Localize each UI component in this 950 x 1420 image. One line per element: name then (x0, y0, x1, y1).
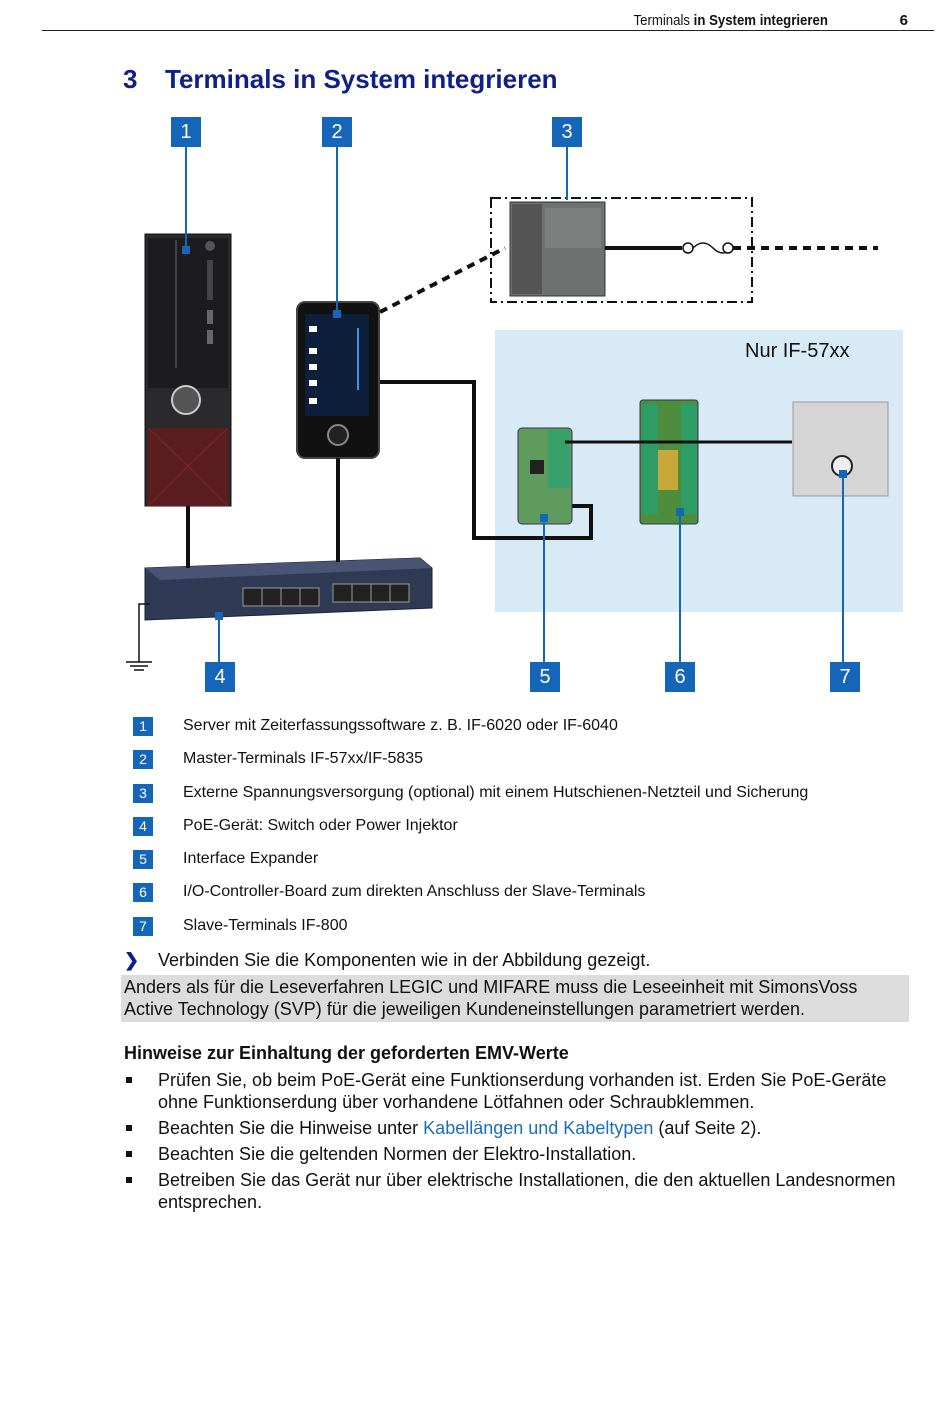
legend-badge: 2 (133, 750, 153, 770)
slave-terminal (792, 401, 889, 497)
legend-list: 1 Server mit Zeiterfassungssoftware z. B.… (133, 716, 913, 949)
legend-item: 1 Server mit Zeiterfassungssoftware z. B.… (133, 716, 913, 749)
legend-badge: 4 (133, 816, 153, 836)
legend-badge: 7 (133, 916, 153, 936)
bullet-item: Betreiben Sie das Gerät nur über elektri… (124, 1169, 914, 1213)
header-section: Terminals in System integrieren (633, 12, 828, 29)
badge-1: 1 (171, 117, 201, 147)
badge-4: 4 (205, 662, 235, 692)
bullet-item: Beachten Sie die Hinweise unter Kabellän… (124, 1117, 914, 1139)
legend-text: Interface Expander (183, 850, 319, 868)
badge-2: 2 (322, 117, 352, 147)
bullet-text: Betreiben Sie das Gerät nur über elektri… (158, 1170, 896, 1212)
legend-badge: 3 (133, 783, 153, 803)
legend-badge: 6 (133, 883, 153, 903)
bullet-text: (auf Seite 2). (653, 1118, 762, 1138)
leader-lines (185, 147, 844, 662)
page-number: 6 (899, 12, 908, 29)
bullet-text: Beachten Sie die Hinweise unter (158, 1118, 424, 1138)
expander-cable (380, 380, 593, 540)
leader-dots (182, 246, 847, 620)
bullet-marker (126, 1151, 132, 1157)
legend-text: Master-Terminals IF-57xx/IF-5835 (183, 750, 424, 768)
section-title-text: Terminals in System integrieren (165, 64, 558, 94)
power-supply (509, 201, 878, 297)
badge-7: 7 (830, 662, 860, 692)
badge-3: 3 (552, 117, 582, 147)
step-arrow-icon: ❯ (124, 950, 140, 970)
io-controller-board (639, 399, 699, 525)
power-link (379, 246, 506, 314)
bullet-text: Beachten Sie die geltenden Normen der El… (158, 1144, 637, 1164)
instruction-step: ❯ Verbinden Sie die Komponenten wie in de… (124, 950, 650, 971)
bullet-marker (126, 1077, 132, 1083)
bullet-marker (126, 1125, 132, 1131)
poe-switch (144, 557, 433, 621)
legend-item: 2 Master-Terminals IF-57xx/IF-5835 (133, 749, 913, 782)
panel-label: Nur IF-57xx (745, 340, 850, 362)
instruction-text: Verbinden Sie die Komponenten wie in der… (158, 950, 651, 970)
legend-item: 6 I/O-Controller-Board zum direkten Ansch… (133, 882, 913, 915)
emv-bullet-list: Prüfen Sie, ob beim PoE-Gerät eine Funkt… (124, 1069, 914, 1217)
legend-text: PoE-Gerät: Switch oder Power Injektor (183, 816, 458, 834)
legend-text: Externe Spannungsversorgung (optional) m… (183, 783, 809, 801)
legend-item: 3 Externe Spannungsversorgung (optional) … (133, 783, 913, 816)
bullet-item: Beachten Sie die geltenden Normen der El… (124, 1143, 914, 1165)
ground-symbol (126, 603, 152, 671)
legend-text: Slave-Terminals IF-800 (183, 916, 348, 934)
legend-badge: 5 (133, 850, 153, 870)
interface-expander (517, 427, 573, 525)
server-tower (144, 233, 232, 507)
bullet-marker (126, 1177, 132, 1183)
badge-5: 5 (530, 662, 560, 692)
diagram-graphics (126, 147, 903, 671)
page-title: 3 Terminals in System integrieren (123, 64, 558, 95)
bullet-item: Prüfen Sie, ob beim PoE-Gerät eine Funkt… (124, 1069, 914, 1113)
legend-text: Server mit Zeiterfassungssoftware z. B. … (183, 717, 618, 734)
emv-heading: Hinweise zur Einhaltung der geforderten … (124, 1043, 569, 1063)
legend-badge: 1 (133, 717, 153, 736)
page-header: Terminals in System integrieren 6 (42, 6, 934, 31)
legend-item: 5 Interface Expander (133, 849, 913, 882)
master-terminal (296, 301, 380, 459)
optional-power-box (490, 197, 753, 303)
legend-item: 4 PoE-Gerät: Switch oder Power Injektor (133, 816, 913, 849)
legend-item: 7 Slave-Terminals IF-800 (133, 916, 913, 949)
system-diagram: 1 2 3 4 5 6 7 Nur IF-57xx (0, 110, 950, 710)
badge-6: 6 (665, 662, 695, 692)
section-number: 3 (123, 64, 138, 94)
bullet-text: Prüfen Sie, ob beim PoE-Gerät eine Funkt… (158, 1070, 887, 1112)
cable-lengths-link[interactable]: Kabellängen und Kabeltypen (423, 1118, 654, 1138)
note-box: Anders als für die Leseverfahren LEGIC u… (121, 975, 909, 1022)
legend-text: I/O-Controller-Board zum direkten Anschl… (183, 883, 646, 901)
